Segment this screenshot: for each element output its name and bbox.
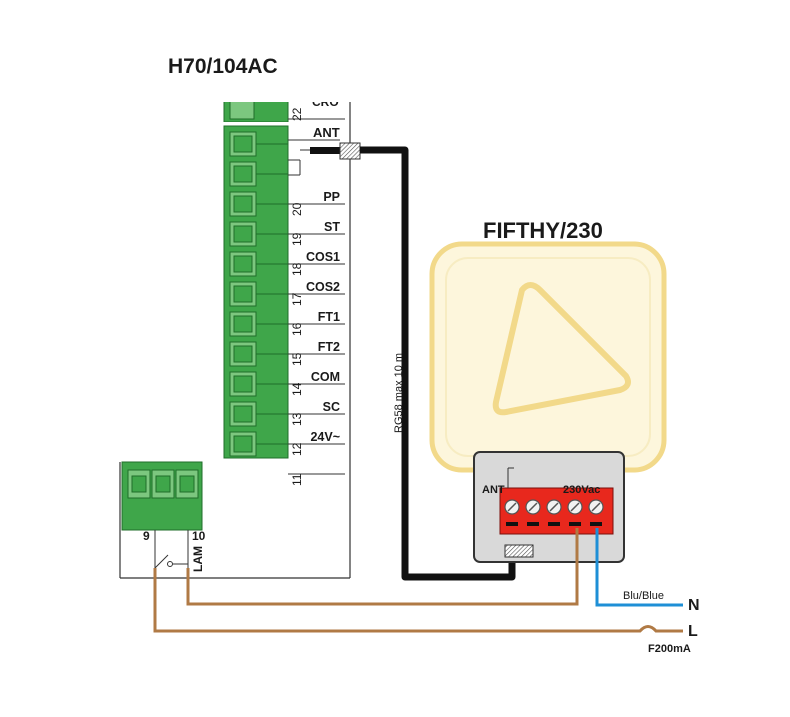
neutral-label: N: [688, 597, 700, 614]
terminal-22-number: 22: [290, 107, 304, 121]
terminal-label: COS2: [306, 280, 340, 294]
neutral-wire-label: Blu/Blue: [623, 590, 664, 602]
play-triangle-icon: [492, 282, 631, 416]
terminal-number: 20: [290, 202, 304, 216]
terminal-number: 13: [290, 412, 304, 426]
terminal-number: 15: [290, 352, 304, 366]
top-terminal-block: 22 CRO: [223, 95, 345, 122]
lamp-terminal-block: 9 10 LAM: [121, 461, 206, 572]
line-label: L: [688, 623, 698, 640]
receiver-voltage-label: 230Vac: [563, 484, 600, 496]
terminal-label: COM: [311, 370, 340, 384]
terminal-label: FT1: [318, 310, 340, 324]
receiver-antenna-label: ANT: [482, 484, 505, 496]
controller-board: [119, 102, 351, 579]
controller-title: H70/104AC: [168, 55, 278, 78]
terminal-number: 17: [290, 292, 304, 306]
fuse-label: F200mA: [648, 643, 691, 655]
terminal-label: COS1: [306, 250, 340, 264]
terminal-number: 16: [290, 322, 304, 336]
terminal-number: 14: [290, 382, 304, 396]
coax-cable: [360, 146, 516, 581]
controller-antenna-label: ANT: [313, 125, 340, 140]
terminal-22-label: CRO: [312, 95, 339, 109]
terminal-number: 11: [290, 473, 304, 486]
mains-wiring: [153, 528, 683, 633]
cable-label: RG58 max 10 m: [393, 353, 405, 433]
terminal-number: 19: [290, 232, 304, 246]
terminal-number: 12: [290, 442, 304, 456]
receiver-title: FIFTHY/230: [483, 218, 603, 243]
brown-wire-lamp: [186, 528, 579, 606]
antenna-terminal: ANT: [288, 125, 361, 176]
terminal-label: PP: [323, 190, 340, 204]
terminal-label: ST: [324, 220, 340, 234]
receiver-terminal-box: ANT 230Vac: [473, 451, 625, 563]
lamp-terminal-9: 9: [143, 529, 150, 543]
terminal-label: 24V~: [310, 430, 340, 444]
terminal-label: SC: [323, 400, 340, 414]
brown-wire-line: [153, 568, 683, 633]
lamp-terminal-10: 10: [192, 529, 206, 543]
lamp-label: LAM: [191, 546, 205, 572]
neutral-wire: [595, 528, 683, 607]
terminal-label: FT2: [318, 340, 340, 354]
terminal-number: 18: [290, 262, 304, 276]
